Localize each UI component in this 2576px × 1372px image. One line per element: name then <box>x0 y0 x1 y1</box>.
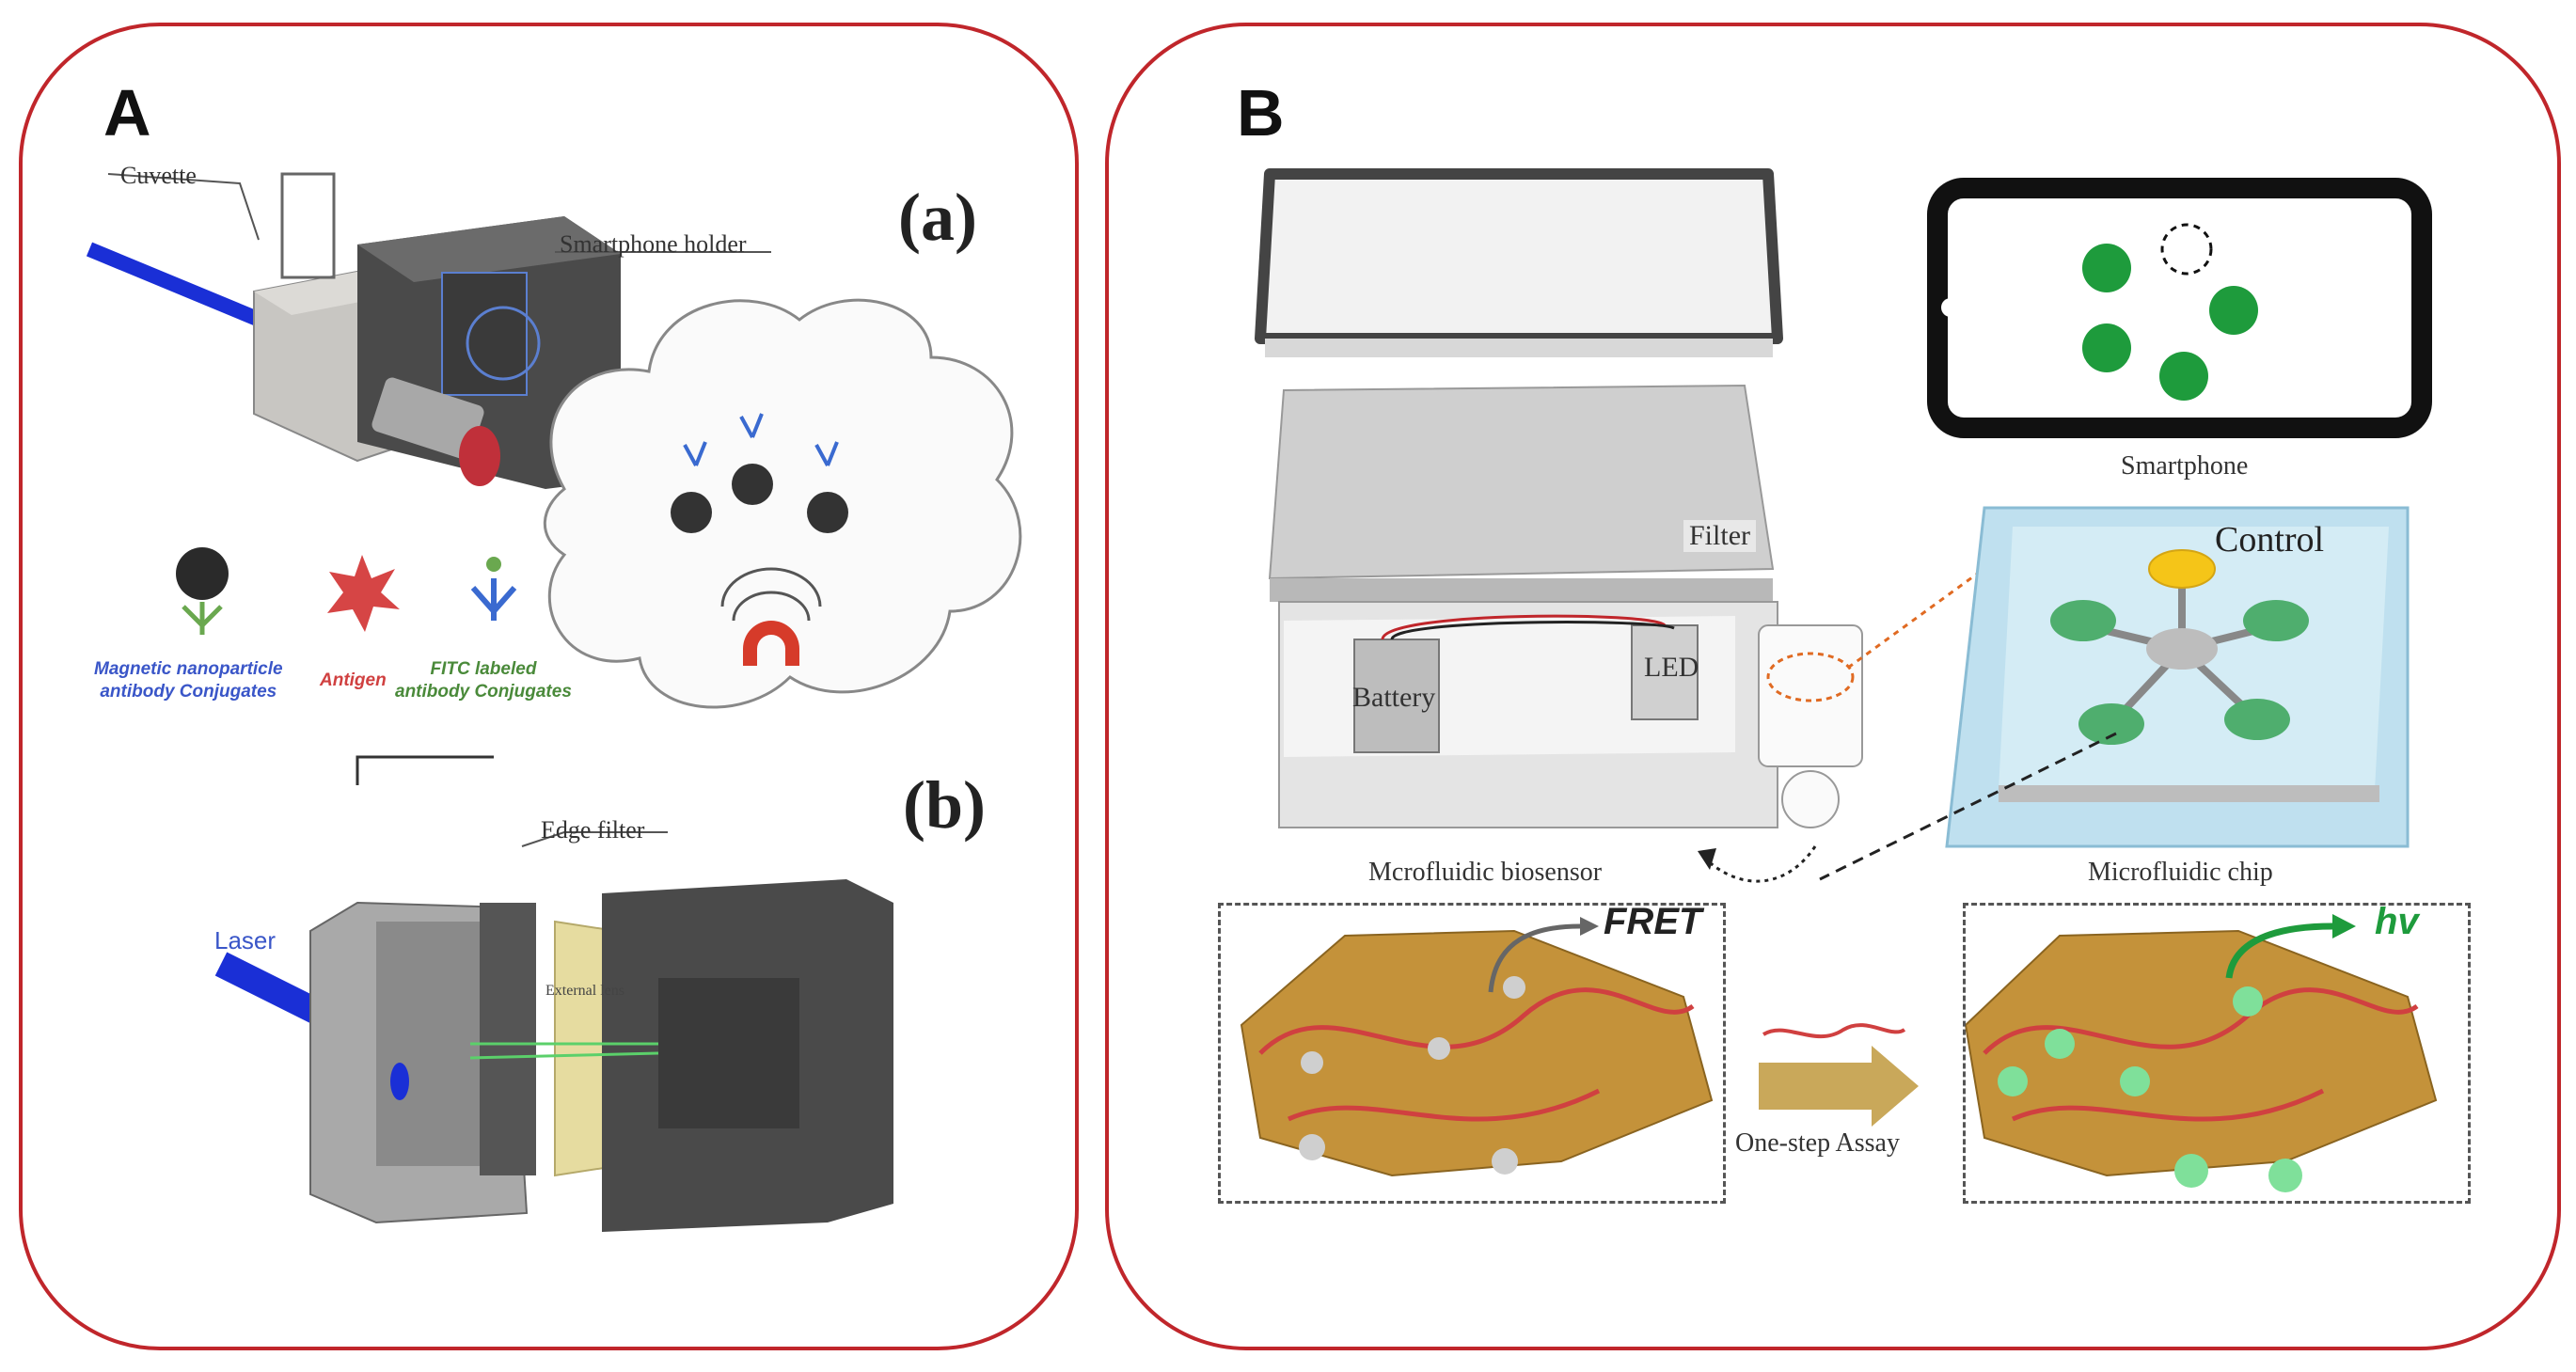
control-reservoir <box>2148 549 2216 589</box>
filter-label: Filter <box>1683 520 1756 552</box>
tablet-device <box>1255 168 1783 344</box>
battery-label: Battery <box>1352 682 1436 713</box>
cloud-bubble <box>543 298 1022 709</box>
nanoparticle-icon <box>176 547 229 600</box>
fret-label: FRET <box>1604 901 1702 942</box>
panel-a-label: A <box>103 76 151 150</box>
led-module <box>1631 624 1699 720</box>
biosensor-label: Mcrofluidic biosensor <box>1368 858 1603 887</box>
green-dot <box>2209 286 2258 335</box>
green-dot <box>2159 352 2208 401</box>
reservoir <box>2224 699 2290 740</box>
cuvette <box>280 172 336 279</box>
external-lens-label: External lens <box>545 983 624 999</box>
subfigure-a-label: (a) <box>898 180 977 255</box>
chip-label: Microfluidic chip <box>2088 858 2273 887</box>
empty-dot <box>2160 223 2213 276</box>
laser-beam-b <box>214 952 331 1028</box>
reservoir <box>2050 600 2116 641</box>
fitc-antibody-icon <box>470 578 517 621</box>
hv-box <box>1963 903 2471 1204</box>
chip-slot <box>1758 624 1863 767</box>
assay-arrow <box>1759 1046 1919 1127</box>
biosensor-lid <box>1268 384 1775 580</box>
legend-antigen: Antigen <box>320 670 387 690</box>
smartphone-label: Smartphone <box>2121 451 2249 481</box>
laser-beam-a <box>86 242 286 337</box>
smartphone-holder-label: Smartphone holder <box>560 230 747 258</box>
laser-label: Laser <box>214 926 277 954</box>
reservoir <box>2078 703 2144 745</box>
smartphone-device <box>1927 178 2432 438</box>
cuvette-label: Cuvette <box>120 162 197 189</box>
subfigure-b-label: (b) <box>903 767 986 843</box>
panel-b-label: B <box>1237 76 1285 150</box>
green-dot <box>2082 323 2131 372</box>
assay-label: One-step Assay <box>1735 1128 1900 1158</box>
green-dot <box>2082 244 2131 292</box>
antigen-star-icon <box>327 555 400 632</box>
legend-nanoparticle: Magnetic nanoparticle antibody Conjugate… <box>94 659 283 702</box>
lens-tube <box>371 377 484 460</box>
battery <box>1353 639 1440 753</box>
reservoir <box>2243 600 2309 641</box>
edge-filter <box>480 903 536 1175</box>
legend-fitc: FITC labeled antibody Conjugates <box>395 659 572 702</box>
edge-filter-label: Edge filter <box>541 816 645 844</box>
fret-box <box>1218 903 1726 1204</box>
led-label: LED <box>1644 652 1699 683</box>
control-label: Control <box>2215 520 2325 560</box>
hv-label: hv <box>2375 901 2419 942</box>
magnet-icon <box>743 621 799 666</box>
